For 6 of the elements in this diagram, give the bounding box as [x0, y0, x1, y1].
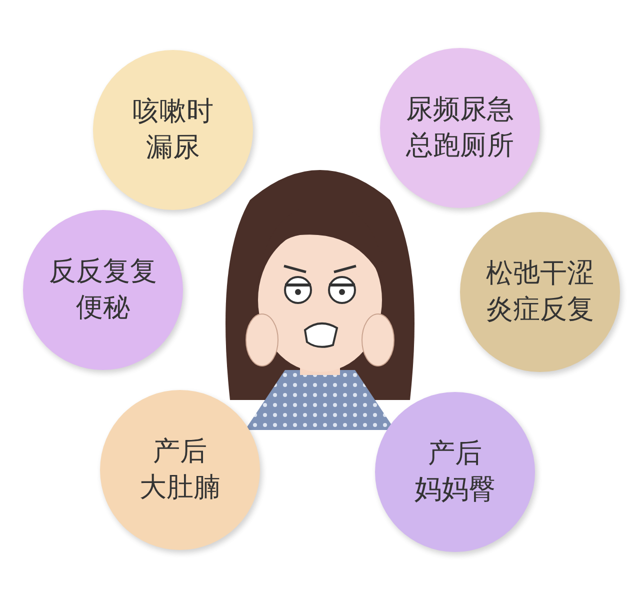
circle-text: 尿频尿急总跑厕所: [406, 93, 514, 163]
circle-text: 咳嗽时漏尿: [132, 95, 214, 165]
circle-text: 产后大肚腩: [140, 435, 220, 505]
circle-text: 产后妈妈臀: [414, 437, 496, 507]
circle-text: 松弛干涩炎症反复: [486, 257, 594, 327]
circle-text: 反反复复便秘: [49, 255, 157, 325]
